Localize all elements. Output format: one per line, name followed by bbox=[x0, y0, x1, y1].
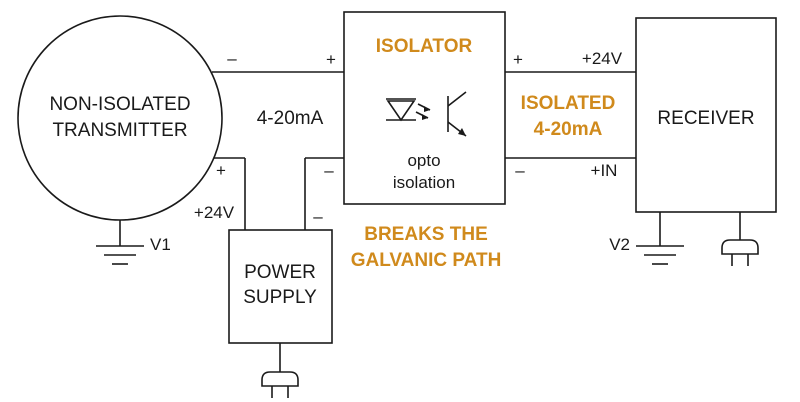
isolator: ISOLATOR opto isolation + – + – bbox=[324, 11, 525, 205]
isolated-label-line1: ISOLATED bbox=[521, 93, 616, 114]
power-supply-label-line2: SUPPLY bbox=[243, 287, 317, 308]
receiver-title: RECEIVER bbox=[657, 108, 754, 129]
transmitter-circle bbox=[17, 15, 223, 221]
isolator-sub-line1: opto bbox=[407, 151, 440, 170]
led-icon bbox=[386, 98, 431, 122]
transmitter-label-line1: NON-ISOLATED bbox=[49, 94, 190, 115]
power-supply: POWER SUPPLY – bbox=[228, 207, 333, 398]
transmitter: NON-ISOLATED TRANSMITTER – + +24V bbox=[17, 15, 237, 222]
power-supply-minus-sign: – bbox=[313, 207, 323, 226]
power-supply-label-line1: POWER bbox=[244, 262, 316, 283]
transmitter-minus-sign: – bbox=[227, 49, 237, 68]
ground-icon bbox=[96, 245, 144, 265]
isolator-title: ISOLATOR bbox=[376, 36, 473, 57]
wires bbox=[119, 71, 661, 246]
isolator-out-minus-sign: – bbox=[515, 161, 525, 180]
ground-v2-label: V2 bbox=[609, 235, 630, 254]
receiver-input-label: +IN bbox=[591, 161, 618, 180]
ground-v2: V2 bbox=[609, 235, 684, 265]
loop-current-label: 4-20mA bbox=[257, 108, 324, 129]
ground-v1: V1 bbox=[96, 235, 171, 265]
plug-icon bbox=[721, 212, 759, 266]
receiver-box bbox=[635, 17, 777, 213]
ground-v1-label: V1 bbox=[150, 235, 171, 254]
isolator-sub-line2: isolation bbox=[393, 173, 455, 192]
isolator-out-plus-sign: + bbox=[513, 50, 523, 69]
receiver-supply-label: +24V bbox=[582, 49, 623, 68]
power-supply-box bbox=[228, 229, 333, 344]
transmitter-plus-sign: + bbox=[216, 161, 226, 180]
isolator-in-minus-sign: – bbox=[324, 161, 334, 180]
transmitter-supply-label: +24V bbox=[194, 203, 235, 222]
breaks-label-line2: GALVANIC PATH bbox=[351, 250, 502, 271]
ground-icon bbox=[636, 245, 684, 265]
isolated-label-line2: 4-20mA bbox=[534, 119, 603, 140]
breaks-label-line1: BREAKS THE bbox=[364, 224, 488, 245]
phototransistor-icon bbox=[447, 91, 467, 137]
receiver: RECEIVER +24V +IN bbox=[582, 17, 777, 266]
transmitter-label-line2: TRANSMITTER bbox=[52, 120, 187, 141]
isolator-in-plus-sign: + bbox=[326, 50, 336, 69]
plug-icon bbox=[261, 343, 299, 398]
